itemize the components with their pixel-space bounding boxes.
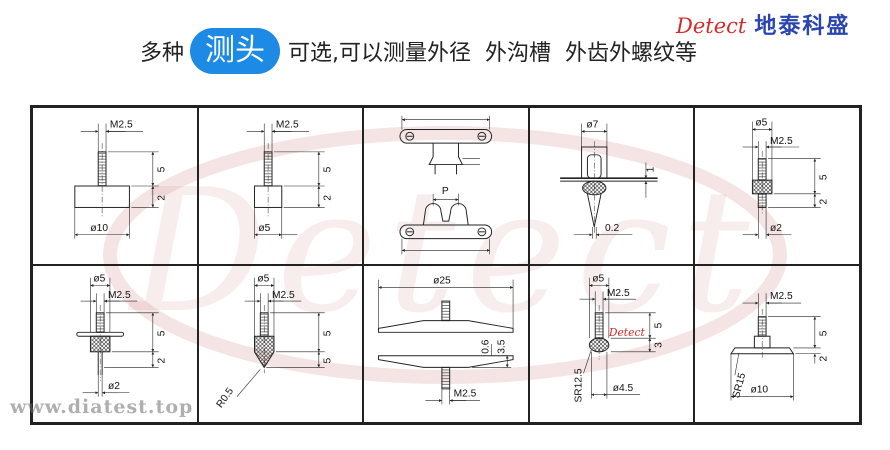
disc-probe-drawing: ø25 0.6 3.5 M2.5 xyxy=(378,276,514,405)
thread-label: M2.5 xyxy=(108,290,131,301)
probe-cell-3: P xyxy=(363,107,529,265)
sphere-radius-label: SR12.5 xyxy=(573,368,584,402)
fork-drawing: P xyxy=(399,115,493,255)
tip-height-label: 2 xyxy=(819,199,830,205)
thread-label: M2.5 xyxy=(276,120,299,131)
flange-label: 1 xyxy=(646,166,657,172)
probe-grid: M2.5 5 2 ø10 M2.5 5 2 xyxy=(30,105,862,425)
probe-shape xyxy=(76,305,125,382)
thread-label: M2.5 xyxy=(454,389,477,400)
dimension-lines xyxy=(731,293,822,401)
fork-bottom-part xyxy=(399,193,493,255)
dimension-lines xyxy=(573,123,648,239)
probe-drawing-10: M2.5 5 2 SR15 ø10 xyxy=(730,291,830,401)
tip-height-label: 5 xyxy=(322,358,333,364)
disc-height-label: 2 xyxy=(819,356,830,362)
probe-cell-2: M2.5 5 2 ø5 xyxy=(197,107,364,265)
collar-diameter-label: ø5 xyxy=(592,274,604,285)
height-label: 5 xyxy=(157,330,168,336)
title-highlight-pill: 测头 xyxy=(190,28,281,74)
title-prefix: 多种 xyxy=(140,41,185,66)
collar-diameter-label: ø5 xyxy=(257,274,269,285)
website-watermark: www.diatest.top xyxy=(10,396,194,418)
ball-height-label: 3 xyxy=(653,342,664,348)
ball-diameter-label: ø4.5 xyxy=(613,383,634,394)
collar-diameter-label: ø5 xyxy=(93,274,105,285)
diameter-label: ø7 xyxy=(586,120,598,131)
probe-shape xyxy=(730,308,795,376)
probe-cell-6: ø5 M2.5 5 2 ø2 xyxy=(32,265,198,423)
dimension-lines xyxy=(244,277,325,368)
probe-cell-4: ø7 1 0.2 xyxy=(528,107,695,265)
sphere-radius-label: SR15 xyxy=(731,372,748,400)
probe-drawing-6: ø5 M2.5 5 2 ø2 xyxy=(76,274,168,397)
thread-label: M2.5 xyxy=(272,290,295,301)
probe-cell-5: ø5 M2.5 5 2 ø2 xyxy=(694,107,860,265)
base-height-label: 2 xyxy=(322,195,333,201)
dimension-lines xyxy=(80,277,159,397)
brand-english: Detect xyxy=(676,14,747,38)
tip-label: 0.2 xyxy=(605,223,620,234)
probe-shape xyxy=(236,305,275,397)
probe-shape xyxy=(583,305,610,374)
disc-height-label: 3.5 xyxy=(496,339,507,354)
thread-label: M2.5 xyxy=(770,136,793,147)
fork-top-part xyxy=(399,115,493,175)
probe-shape xyxy=(253,143,282,218)
collar-diameter-label: ø5 xyxy=(756,118,768,129)
probe-drawing-9: ø5 M2.5 5 3 SR12.5 ø4.5 Detect xyxy=(573,274,664,403)
detect-mark: Detect xyxy=(608,326,646,339)
probe-drawing-4: ø7 1 0.2 xyxy=(559,120,658,239)
tip-diameter-label: ø2 xyxy=(770,223,782,234)
probe-cell-7: ø5 M2.5 5 5 R0.5 xyxy=(197,265,364,423)
radius-label: R0.5 xyxy=(214,386,236,410)
brand-chinese: 地泰科盛 xyxy=(754,13,851,39)
disc-diameter-label: ø25 xyxy=(433,276,451,287)
probe-shape xyxy=(74,143,130,218)
probe-cell-8: ø25 0.6 3.5 M2.5 xyxy=(363,265,529,423)
height-label: 5 xyxy=(157,166,168,172)
probe-drawing-5: ø5 M2.5 5 2 ø2 xyxy=(743,118,830,239)
dimension-lines xyxy=(74,123,159,239)
height-label: 5 xyxy=(819,174,830,180)
pitch-label: P xyxy=(442,186,449,197)
probe-cell-1: M2.5 5 2 ø10 xyxy=(32,107,198,265)
probe-drawing-2: M2.5 5 2 ø5 xyxy=(246,120,333,239)
base-height-label: 2 xyxy=(157,195,168,201)
probe-shape xyxy=(752,150,773,216)
probe-drawing-1: M2.5 5 2 ø10 xyxy=(74,120,168,239)
height-label: 5 xyxy=(819,330,830,336)
thread-label: M2.5 xyxy=(770,291,793,302)
thread-label: M2.5 xyxy=(607,288,630,299)
dimension-lines xyxy=(246,123,325,239)
title-suffix: 可选,可以测量外径 外沟槽 外齿外螺纹等 xyxy=(288,41,697,66)
disc-thickness-label: 0.6 xyxy=(481,339,492,354)
disc-diameter-label: ø10 xyxy=(751,385,769,396)
tip-diameter-label: ø2 xyxy=(108,381,120,392)
tip-height-label: 2 xyxy=(157,358,168,364)
probe-drawing-7: ø5 M2.5 5 5 R0.5 xyxy=(214,274,333,410)
probe-shape xyxy=(378,300,514,390)
dimension-lines xyxy=(743,121,822,239)
thread-label: M2.5 xyxy=(110,120,133,131)
page-title: 多种 测头 可选,可以测量外径 外沟槽 外齿外螺纹等 xyxy=(140,28,697,74)
diameter-label: ø10 xyxy=(90,223,108,234)
brand-logo: Detect 地泰科盛 xyxy=(676,8,850,40)
height-label: 5 xyxy=(653,322,664,328)
height-label: 5 xyxy=(322,166,333,172)
probe-cell-10: M2.5 5 2 SR15 ø10 xyxy=(694,265,860,423)
diameter-label: ø5 xyxy=(258,223,270,234)
dimension-lines xyxy=(378,279,514,405)
probe-shape xyxy=(559,141,658,233)
probe-cell-9: ø5 M2.5 5 3 SR12.5 ø4.5 Detect xyxy=(528,265,695,423)
dimension-lines xyxy=(579,277,656,399)
height-label: 5 xyxy=(322,330,333,336)
